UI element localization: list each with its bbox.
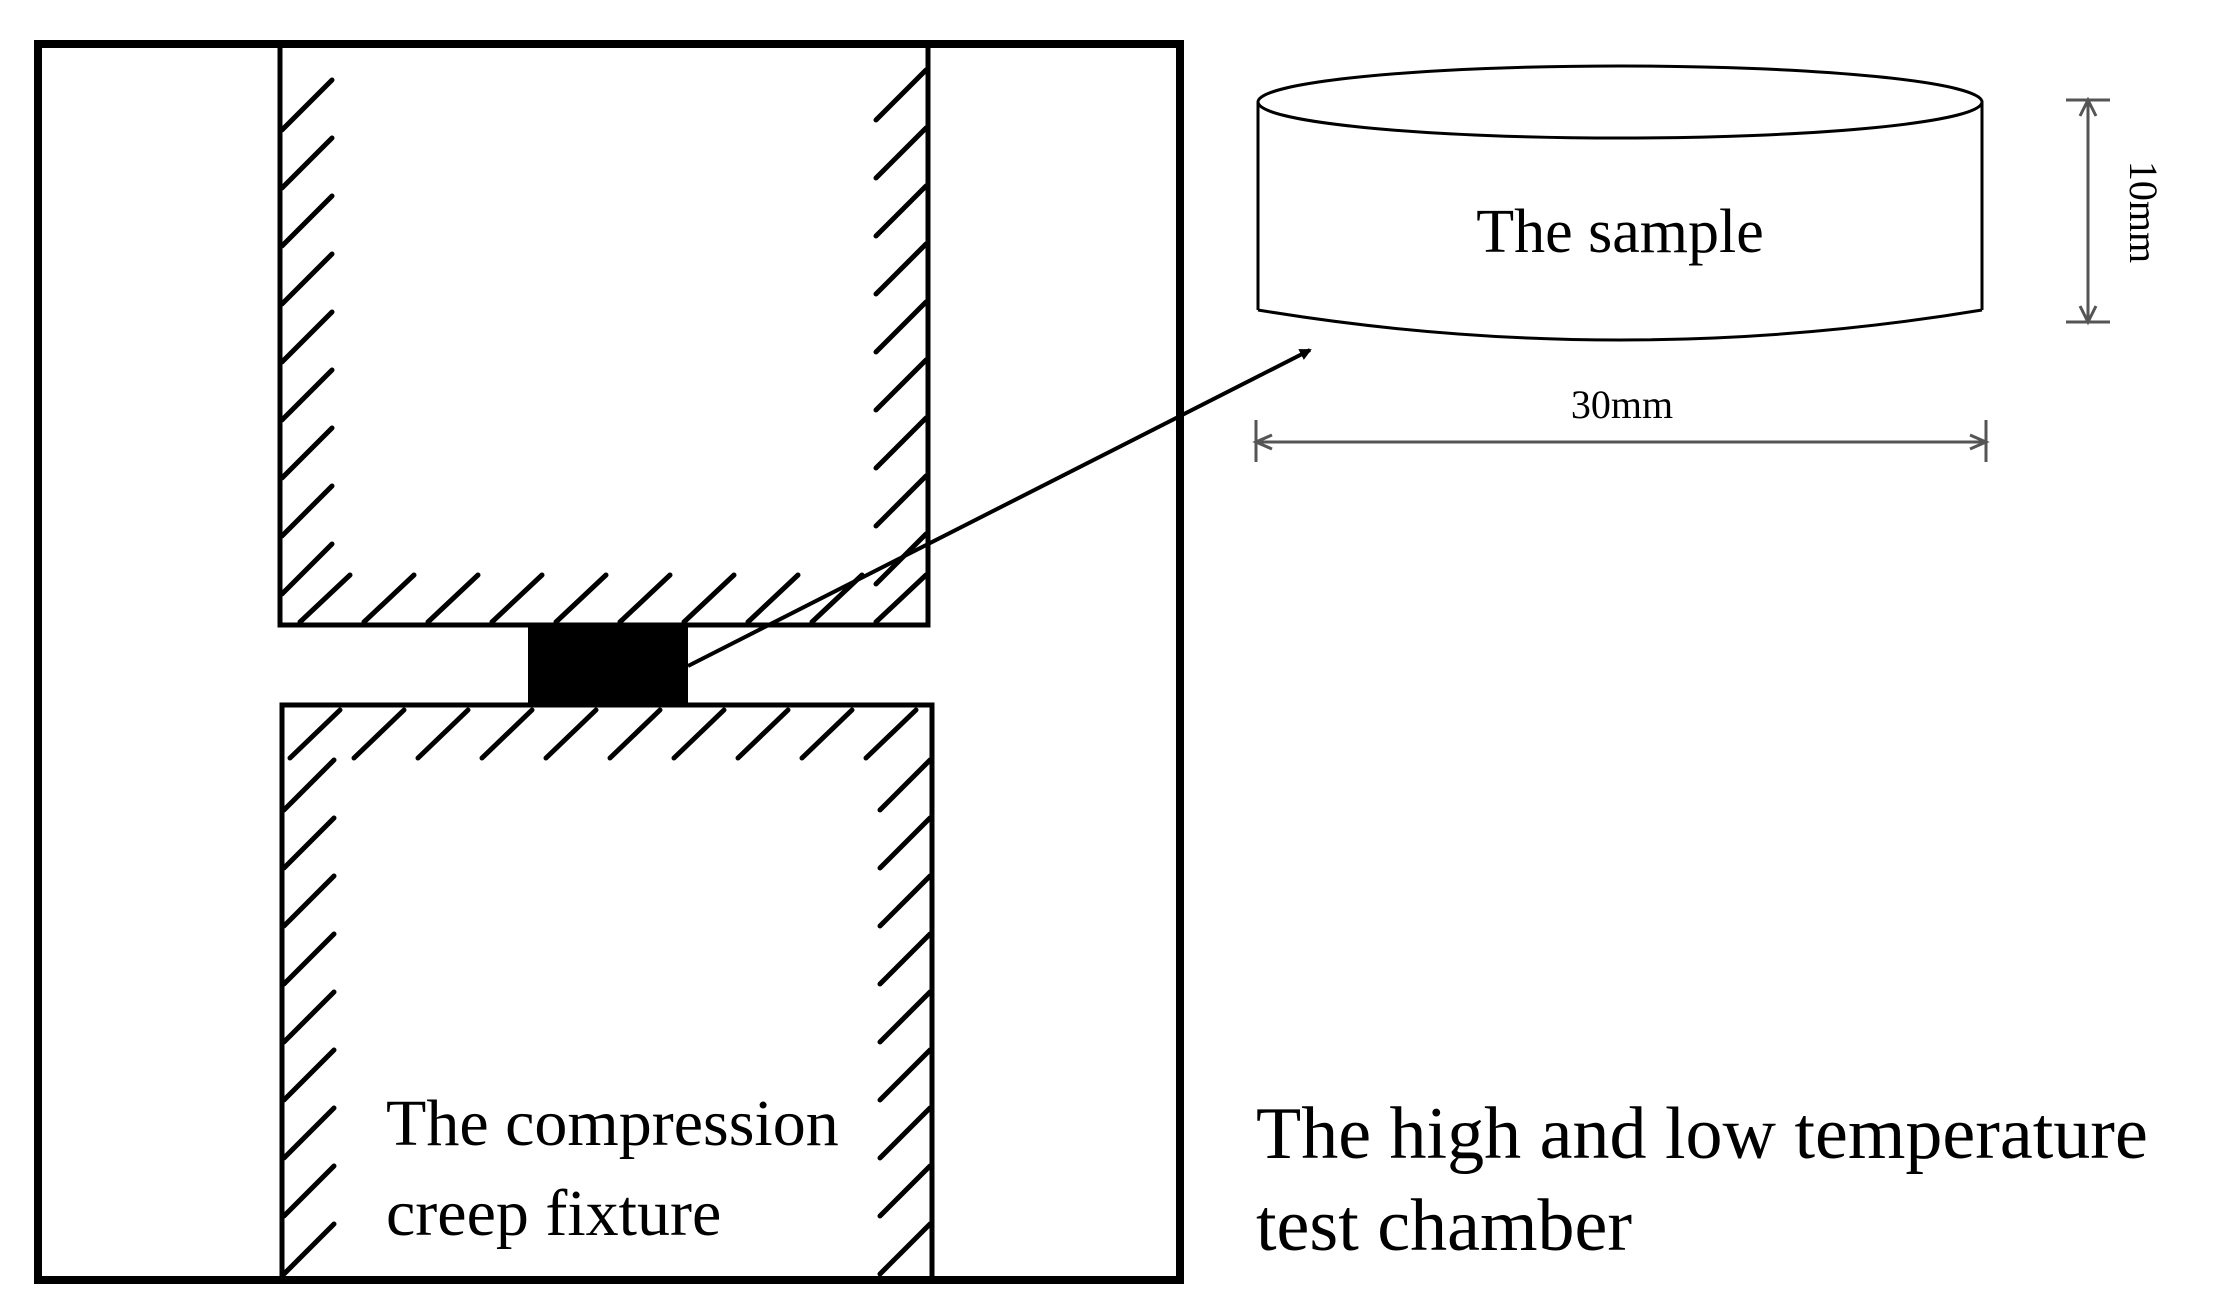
- hatch-mark: [279, 425, 335, 481]
- hatch-mark: [479, 707, 535, 761]
- hatch-mark: [873, 415, 929, 471]
- hatch-mark: [873, 125, 929, 181]
- hatch-mark: [425, 572, 481, 625]
- hatch-mark: [799, 707, 855, 761]
- fixture-label-line1: The compression: [386, 1087, 839, 1160]
- hatch-mark: [877, 1105, 933, 1161]
- hatch-mark: [877, 1221, 933, 1277]
- width-dimension: [1252, 420, 1990, 462]
- hatch-mark: [279, 77, 335, 133]
- height-dimension-label: 10mm: [2121, 161, 2166, 263]
- hatch-mark: [297, 572, 353, 625]
- hatch-mark: [681, 572, 737, 625]
- hatch-mark: [281, 1221, 337, 1277]
- hatch-mark: [671, 707, 727, 761]
- hatch-mark: [279, 483, 335, 539]
- hatch-mark: [873, 183, 929, 239]
- lower-fixture-hatching: [281, 707, 933, 1277]
- fixture-label-line2: creep fixture: [386, 1177, 721, 1250]
- hatch-mark: [279, 135, 335, 191]
- hatch-mark: [287, 707, 343, 761]
- hatch-mark: [281, 873, 337, 929]
- hatch-mark: [877, 989, 933, 1045]
- hatch-mark: [877, 873, 933, 929]
- hatch-mark: [873, 67, 929, 123]
- hatch-mark: [279, 541, 335, 597]
- hatch-mark: [735, 707, 791, 761]
- hatch-mark: [607, 707, 663, 761]
- hatch-mark: [877, 931, 933, 987]
- hatch-mark: [863, 707, 919, 761]
- hatch-mark: [877, 1163, 933, 1219]
- hatch-mark: [279, 193, 335, 249]
- hatch-mark: [873, 572, 929, 625]
- hatch-mark: [617, 572, 673, 625]
- hatch-mark: [877, 815, 933, 871]
- hatch-mark: [873, 357, 929, 413]
- hatch-mark: [281, 931, 337, 987]
- hatch-mark: [877, 757, 933, 813]
- hatch-mark: [279, 367, 335, 423]
- hatch-mark: [351, 707, 407, 761]
- hatch-mark: [281, 815, 337, 871]
- chamber-label-line2: test chamber: [1256, 1185, 1632, 1267]
- upper-fixture-hatching: [279, 67, 929, 625]
- hatch-mark: [873, 299, 929, 355]
- height-dimension: [2066, 96, 2110, 326]
- sample-label: The sample: [1476, 198, 1764, 266]
- width-dimension-label: 30mm: [1571, 382, 1673, 427]
- hatch-mark: [361, 572, 417, 625]
- hatch-mark: [543, 707, 599, 761]
- hatch-mark: [279, 251, 335, 307]
- hatch-mark: [745, 572, 801, 625]
- sample-block: [528, 625, 688, 705]
- hatch-mark: [877, 1047, 933, 1103]
- hatch-mark: [281, 757, 337, 813]
- sample-cylinder: [1256, 64, 1984, 342]
- hatch-mark: [281, 1163, 337, 1219]
- hatch-mark: [553, 572, 609, 625]
- hatch-mark: [281, 989, 337, 1045]
- hatch-mark: [873, 241, 929, 297]
- upper-fixture-outline: [277, 48, 931, 628]
- hatch-mark: [873, 473, 929, 529]
- chamber-label-line1: The high and low temperature: [1256, 1093, 2148, 1175]
- test-chamber-outline: [34, 40, 1184, 1284]
- hatch-mark: [279, 309, 335, 365]
- hatch-mark: [281, 1047, 337, 1103]
- zoom-arrow: [687, 348, 1312, 668]
- hatch-mark: [415, 707, 471, 761]
- hatch-mark: [281, 1105, 337, 1161]
- hatch-mark: [489, 572, 545, 625]
